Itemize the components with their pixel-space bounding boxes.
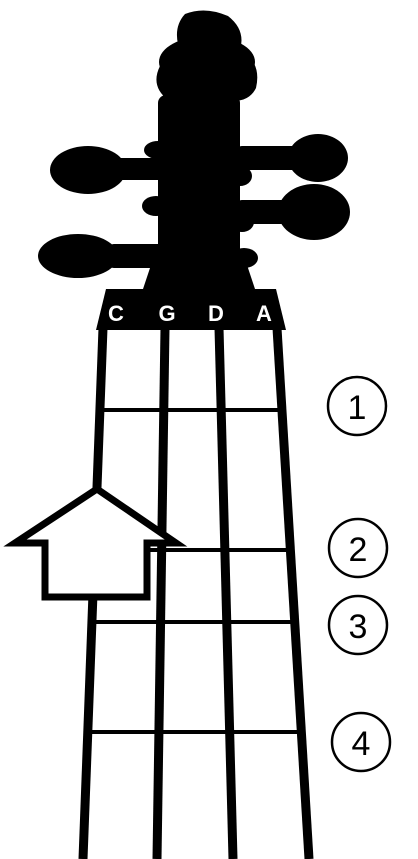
peg-upper-left [50,146,168,194]
string-label-g: G [158,301,175,326]
nut-bar [96,289,286,330]
finger-number-3-label: 3 [349,608,368,646]
string-g [152,327,170,859]
peg-lower-left [38,234,168,278]
string-label-d: D [208,301,224,326]
tuning-pegs [38,134,350,278]
string-label-c: C [108,301,124,326]
finger-number-1-label: 1 [348,389,367,427]
up-arrow-icon [3,484,188,601]
string-d [214,327,238,859]
peg-lower-right [236,184,350,240]
peg-upper-right [236,134,348,182]
finger-number-4-label: 4 [352,725,371,763]
string-a [272,327,314,859]
finger-number-4: 4 [330,711,392,773]
finger-number-2-label: 2 [349,531,368,569]
finger-number-3: 3 [327,594,389,656]
string-label-a: A [256,301,272,326]
finger-number-2: 2 [327,517,389,579]
finger-number-circles: 1 2 3 4 [326,375,392,773]
finger-lines [86,408,304,734]
finger-number-1: 1 [326,375,388,437]
